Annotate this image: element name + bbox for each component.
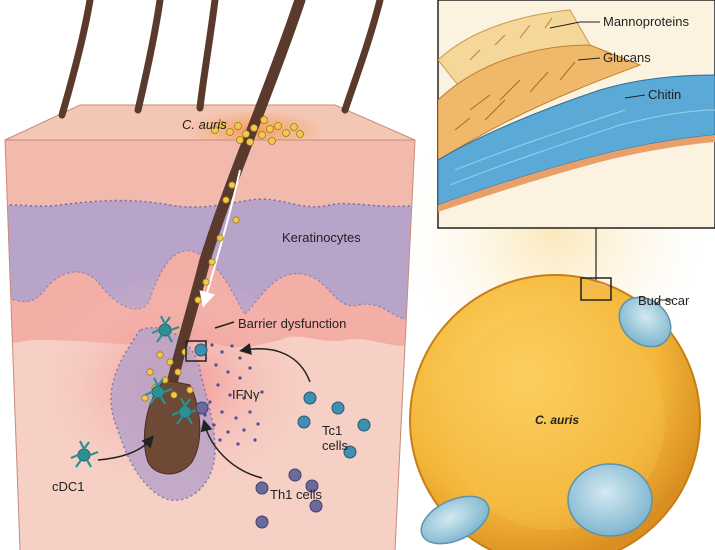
tc1-cell-icon — [194, 343, 371, 459]
skin-arrows — [97, 321, 311, 479]
c-auris-cell-label: C. auris — [535, 413, 580, 427]
dendritic-cell-icon — [70, 315, 200, 468]
ifny-label: IFNγ — [232, 387, 260, 402]
cdc1-label: cDC1 — [52, 479, 85, 494]
keratinocytes-label: Keratinocytes — [282, 230, 361, 245]
ifn-dots — [203, 343, 264, 446]
c-auris-cell — [409, 274, 701, 550]
barrier-dysfunction-label: Barrier dysfunction — [238, 316, 347, 331]
glucans-label: Glucans — [603, 50, 651, 65]
c-auris-surface-label: C. auris — [182, 117, 227, 132]
th1-cells-label: Th1 cells — [270, 487, 323, 502]
tc1-cells-label: Tc1 cells — [322, 423, 349, 453]
hairs — [58, 0, 384, 119]
chitin-label: Chitin — [648, 87, 682, 102]
th1-cell-icon — [195, 401, 323, 529]
mannoproteins-label: Mannoproteins — [603, 14, 689, 29]
fungus-cluster-icon — [141, 116, 304, 402]
bud-scar-label: Bud scar — [638, 293, 690, 308]
cell-wall-inset — [437, 0, 715, 229]
